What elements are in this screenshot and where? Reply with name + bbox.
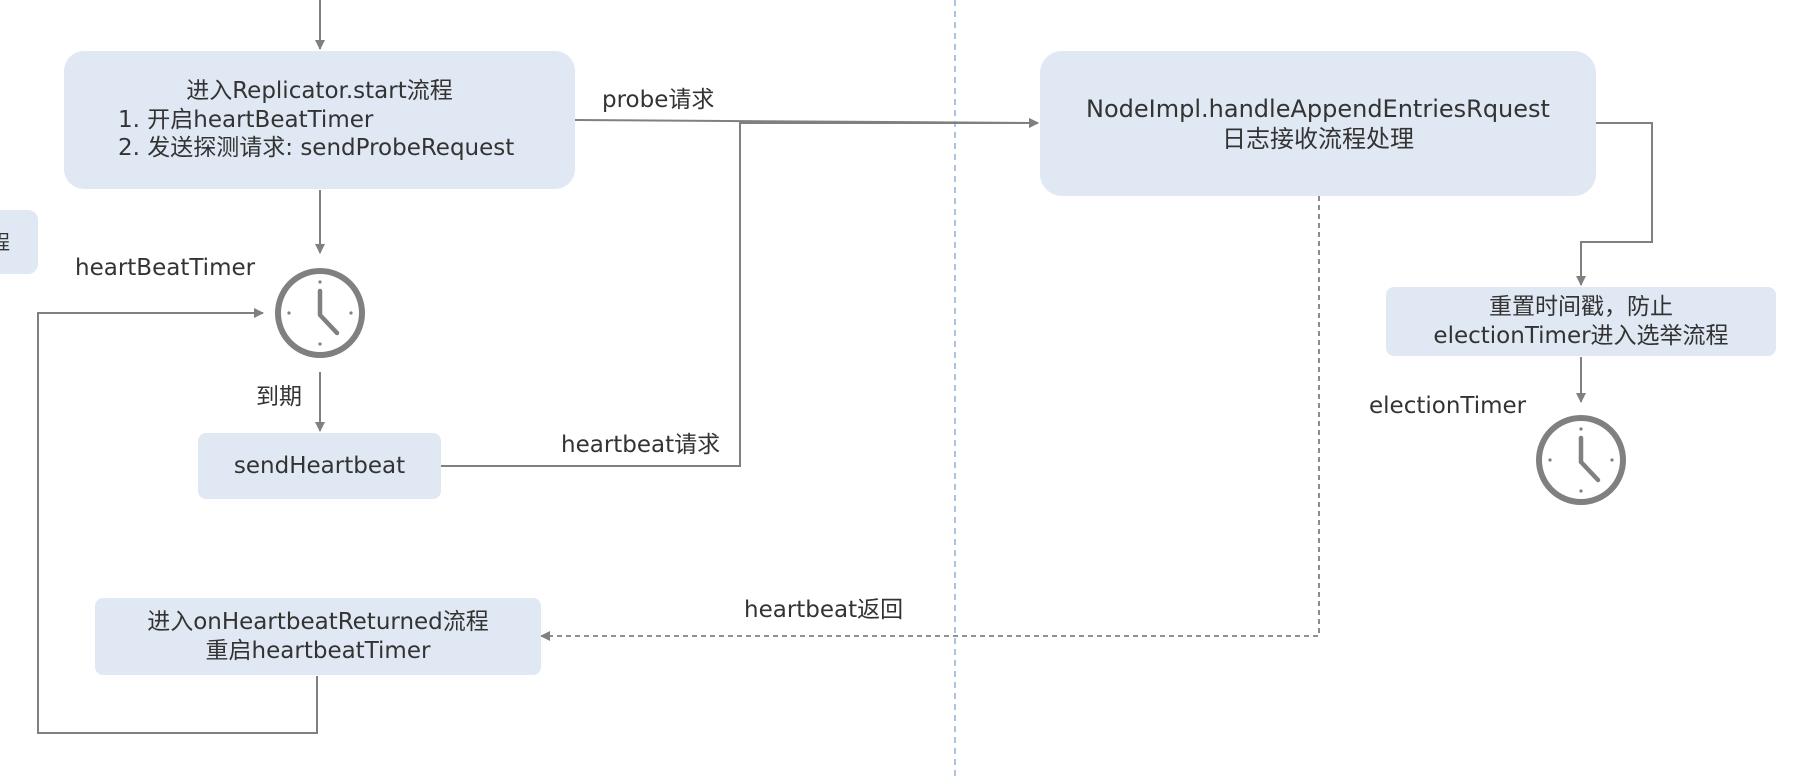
- node-handle-line-2: 日志接收流程处理: [1222, 124, 1414, 153]
- expire-label: 到期: [256, 384, 302, 410]
- heartbeat-return-arrow: [540, 196, 1320, 641]
- send-heartbeat-box: sendHeartbeat: [198, 433, 441, 499]
- reset-timestamp-line-2: electionTimer进入选举流程: [1433, 322, 1729, 349]
- clock-icon: [275, 268, 365, 358]
- node-handle-append-entries-box: NodeImpl.handleAppendEntriesRquest 日志接收流…: [1040, 51, 1596, 196]
- on-heartbeat-returned-line-2: 重启heartbeatTimer: [205, 637, 431, 664]
- probe-request-label: probe请求: [602, 87, 715, 113]
- reset-timestamp-line-1: 重置时间戳，防止: [1489, 293, 1673, 320]
- replicator-start-title: 进入Replicator.start流程: [186, 77, 453, 104]
- clock-icon: [1536, 415, 1626, 505]
- restart-timer-loop-arrow: [37, 308, 318, 734]
- send-heartbeat-label: sendHeartbeat: [233, 452, 406, 479]
- on-heartbeat-returned-box: 进入onHeartbeatReturned流程 重启heartbeatTimer: [95, 598, 541, 675]
- heartbeat-return-label: heartbeat返回: [744, 597, 904, 623]
- heartbeat-request-label: heartbeat请求: [561, 432, 721, 458]
- replicator-start-step-2: 2. 发送探测请求: sendProbeRequest: [118, 135, 515, 162]
- heartbeat-request-arrow: [441, 118, 1039, 467]
- on-heartbeat-returned-line-1: 进入onHeartbeatReturned流程: [147, 608, 489, 635]
- reset-timestamp-box: 重置时间戳，防止 electionTimer进入选举流程: [1386, 287, 1776, 356]
- heartbeat-timer-label: heartBeatTimer: [75, 255, 256, 281]
- replicator-start-box: 进入Replicator.start流程 1. 开启heartBeatTimer…: [64, 51, 575, 189]
- node-handle-line-1: NodeImpl.handleAppendEntriesRquest: [1086, 94, 1550, 123]
- node-to-reset-arrow: [1576, 122, 1653, 286]
- partial-box-text: 程: [0, 230, 10, 255]
- election-timer-label: electionTimer: [1369, 393, 1527, 419]
- partial-left-box: 程: [0, 210, 38, 274]
- replicator-start-step-1: 1. 开启heartBeatTimer: [118, 106, 374, 133]
